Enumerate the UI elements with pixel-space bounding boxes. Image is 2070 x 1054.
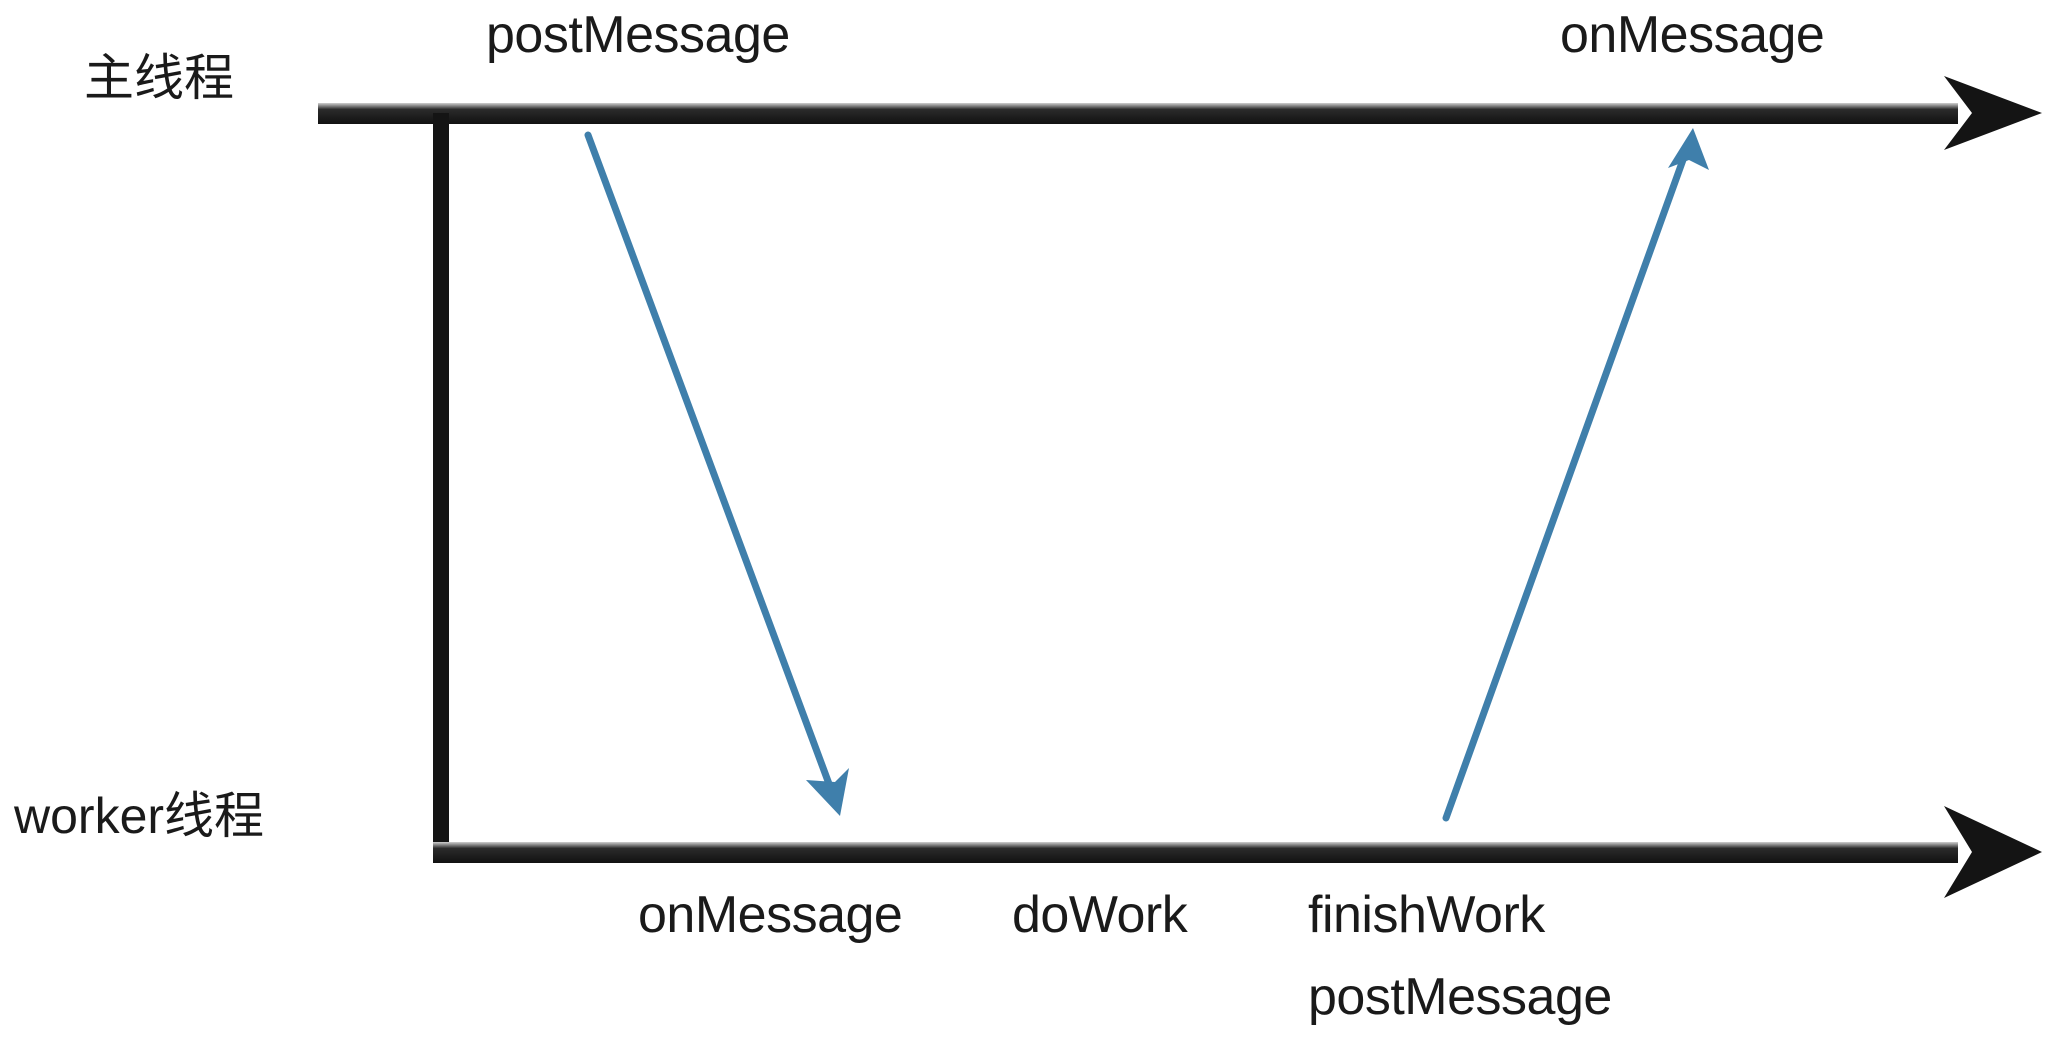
event-label-post-message-main: postMessage: [486, 6, 790, 64]
message-main-to-worker-line: [584, 131, 839, 804]
event-label-do-work: doWork: [1012, 886, 1188, 944]
message-main-to-worker-arrowhead-icon: [806, 768, 849, 816]
main-thread-lane: [318, 76, 2042, 150]
event-label-on-message-main: onMessage: [1560, 6, 1825, 64]
event-label-on-message-worker: onMessage: [638, 886, 903, 944]
event-label-post-message-worker: postMessage: [1308, 968, 1612, 1026]
worker-thread-arrowhead-icon: [1944, 806, 2042, 898]
main-thread-line: [318, 103, 1958, 124]
spawn-connector: [433, 113, 449, 861]
main-thread-arrowhead-icon: [1944, 76, 2042, 150]
spawn-connector-line: [433, 113, 449, 861]
message-worker-to-main: [1442, 128, 1709, 822]
message-worker-to-main-arrowhead-icon: [1668, 128, 1709, 170]
lane-label-worker-thread: worker线程: [14, 788, 265, 844]
worker-thread-lane: [433, 806, 2042, 898]
worker-thread-line: [433, 842, 1958, 863]
lane-label-main-thread: 主线程: [84, 50, 234, 106]
message-worker-to-main-line: [1442, 142, 1692, 822]
event-label-finish-work: finishWork: [1308, 886, 1545, 944]
message-main-to-worker: [584, 131, 849, 816]
